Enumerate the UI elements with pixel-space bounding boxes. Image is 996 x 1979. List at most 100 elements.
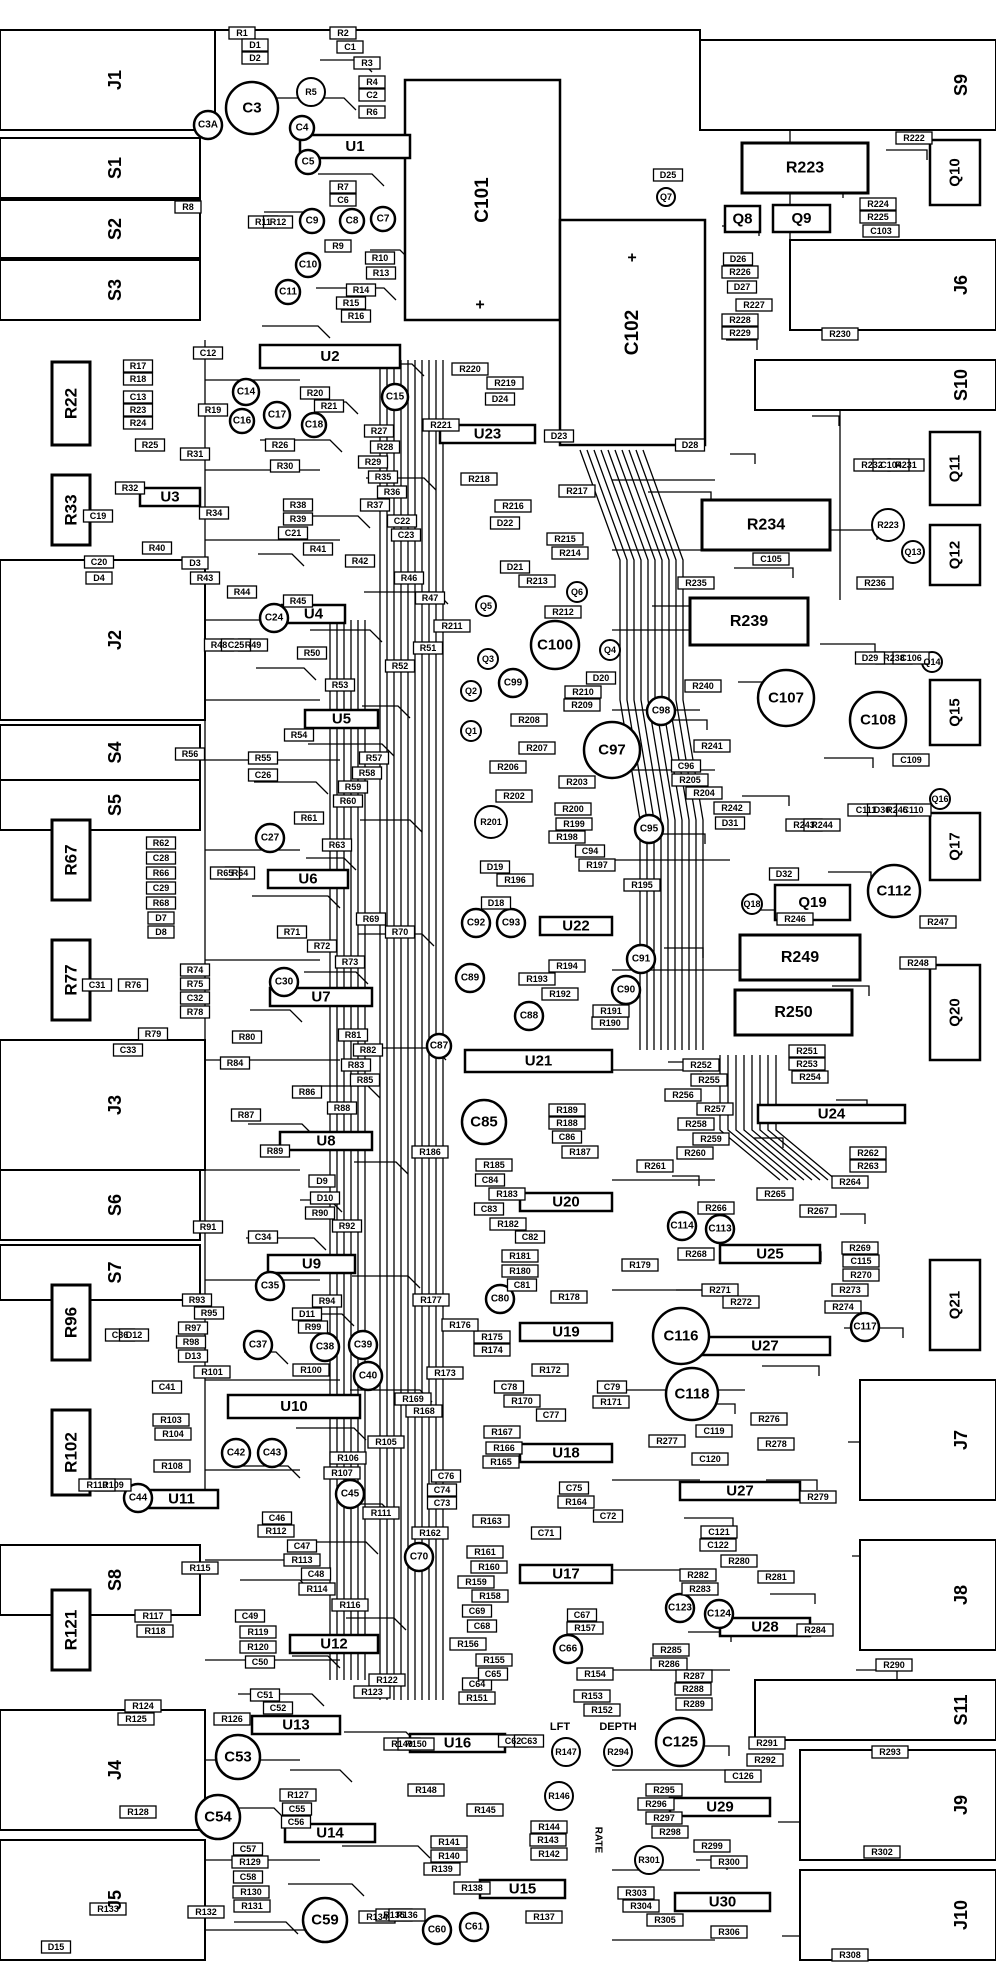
capacitor-label: C16 xyxy=(233,416,252,427)
trace xyxy=(579,449,641,1050)
ic-u25 xyxy=(718,1243,822,1265)
part-label: R2 xyxy=(337,28,349,38)
resistor-label: R33 xyxy=(62,494,81,525)
part-label: R212 xyxy=(552,607,574,617)
part-r97 xyxy=(177,1321,209,1335)
part-r85 xyxy=(349,1073,381,1087)
part-label: R34 xyxy=(206,508,223,518)
part-d8 xyxy=(147,925,175,939)
label-layer: J1S1S2S3J2S4S5J3S6S7S8J4J5S9J6S10J7J8S11… xyxy=(48,28,971,1960)
part-r113 xyxy=(283,1553,321,1567)
part-label: R216 xyxy=(502,501,524,511)
part-label: R282 xyxy=(687,1570,709,1580)
part-label: R221 xyxy=(430,420,452,430)
part-r131 xyxy=(233,1899,271,1913)
ic-u8 xyxy=(278,1130,374,1152)
part-r215 xyxy=(546,532,584,546)
part-label: R7 xyxy=(337,182,349,192)
annotation-lft: LFT xyxy=(550,1721,570,1733)
part-label: R70 xyxy=(392,927,409,937)
connector-j8 xyxy=(859,1539,996,1651)
ic-label: U6 xyxy=(298,871,317,888)
part-label: R11 xyxy=(255,217,271,227)
part-label: R128 xyxy=(127,1807,149,1817)
part-label: R1 xyxy=(236,28,248,38)
trace xyxy=(316,287,397,301)
part-r83 xyxy=(340,1058,372,1072)
trace xyxy=(840,1213,866,1224)
trace xyxy=(358,933,435,947)
part-c78 xyxy=(493,1380,525,1394)
transistor-label: Q14 xyxy=(923,657,940,667)
ic-label: U20 xyxy=(552,1194,580,1211)
part-r29 xyxy=(357,455,389,469)
part-r53 xyxy=(324,678,356,692)
part-label: C109 xyxy=(900,755,922,765)
resistor-r96 xyxy=(50,1283,92,1362)
part-label: R244 xyxy=(811,820,833,830)
part-r105 xyxy=(367,1435,405,1449)
part-r61 xyxy=(293,811,325,825)
part-label: R104 xyxy=(162,1429,184,1439)
part-r169 xyxy=(394,1392,432,1406)
part-r39 xyxy=(282,512,314,526)
part-label: R272 xyxy=(730,1297,752,1307)
part-d24 xyxy=(484,392,516,406)
part-label: R129 xyxy=(239,1857,261,1867)
part-label: C86 xyxy=(559,1132,576,1142)
part-r34 xyxy=(198,506,230,520)
part-label: R295 xyxy=(653,1785,675,1795)
trace xyxy=(290,1769,353,1783)
part-label: C47 xyxy=(294,1541,311,1551)
part-r185 xyxy=(475,1158,513,1172)
part-r30 xyxy=(269,459,301,473)
part-r38 xyxy=(282,498,314,512)
part-c74 xyxy=(426,1483,458,1497)
capacitor-label: C107 xyxy=(768,690,804,707)
part-r247 xyxy=(919,915,957,929)
part-label: R41 xyxy=(310,544,327,554)
part-r164 xyxy=(557,1495,595,1509)
transistor-label: Q12 xyxy=(947,541,964,569)
part-label: R46 xyxy=(401,573,418,583)
transistor-label: Q2 xyxy=(465,686,477,696)
part-label: R32 xyxy=(122,483,139,493)
part-r255 xyxy=(690,1073,728,1087)
part-r137 xyxy=(525,1910,563,1924)
connector-label: J1 xyxy=(105,70,125,90)
resistor-label: R77 xyxy=(62,964,81,995)
trace xyxy=(775,1055,837,1181)
part-d19 xyxy=(479,860,511,874)
part-c34 xyxy=(247,1230,279,1244)
part-label: R38 xyxy=(290,500,307,510)
part-label: R43 xyxy=(197,573,214,583)
ic-u30 xyxy=(673,1891,772,1913)
part-label: R246 xyxy=(784,914,806,924)
part-label: C71 xyxy=(538,1528,555,1538)
part-label: R23 xyxy=(130,405,147,415)
part-label: R264 xyxy=(839,1177,861,1187)
part-r20 xyxy=(299,386,331,400)
part-label: R142 xyxy=(538,1849,560,1859)
resistor-r121 xyxy=(50,1588,92,1672)
part-d18 xyxy=(480,896,512,910)
part-label: R251 xyxy=(796,1046,818,1056)
part-r192 xyxy=(541,987,579,1001)
connector-label: S6 xyxy=(105,1194,125,1216)
part-r211 xyxy=(433,619,471,633)
part-label: R274 xyxy=(832,1302,854,1312)
capacitor-c11 xyxy=(274,278,302,306)
capacitor-c124 xyxy=(703,1598,735,1630)
part-label: R235 xyxy=(685,578,707,588)
part-label: R305 xyxy=(654,1915,676,1925)
trace xyxy=(727,1055,789,1181)
part-r274 xyxy=(824,1300,862,1314)
part-c73 xyxy=(426,1496,458,1510)
capacitor-c42 xyxy=(220,1437,252,1469)
trace xyxy=(820,643,876,654)
trace xyxy=(346,1617,407,1631)
part-label: R35 xyxy=(375,472,392,482)
part-c12 xyxy=(192,346,224,360)
part-label: C46 xyxy=(269,1513,286,1523)
part-c115 xyxy=(842,1254,880,1268)
